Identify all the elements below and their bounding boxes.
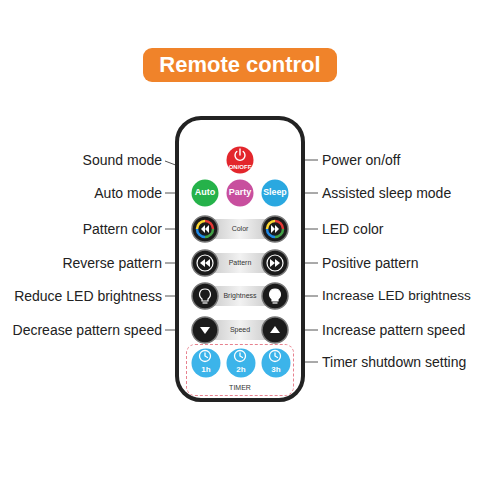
power-button: ON/OFF (226, 146, 254, 174)
button-label: Sleep (263, 188, 286, 198)
function-label: Sound mode (82, 152, 163, 169)
button-label: Brightness (223, 292, 256, 300)
function-label: Reduce LED brightness (13, 288, 163, 305)
function-label: Increase LED brightness (321, 288, 472, 304)
timer-button: 2h (226, 348, 256, 378)
button-shape (227, 147, 254, 174)
timer-button: 1h (191, 348, 221, 378)
pattern-ring-icons (197, 255, 283, 271)
function-label: Pattern color (82, 221, 163, 238)
function-label: Auto mode (93, 185, 163, 202)
function-label: Assisted sleep mode (321, 185, 452, 202)
button-label: Speed (230, 326, 250, 334)
function-label: LED color (321, 221, 384, 238)
function-label: Positive pattern (321, 255, 420, 272)
button-label: 3h (271, 366, 280, 375)
black-buttons (192, 216, 288, 343)
function-label: Increase pattern speed (321, 322, 466, 339)
button-shape (227, 180, 254, 207)
button-label: Color (232, 225, 249, 233)
auto-button: Auto (191, 179, 219, 207)
button-label: Pattern (229, 259, 252, 267)
speed-icons (200, 326, 280, 334)
button-label: TIMER (229, 384, 251, 392)
button-band: Brightness (219, 287, 261, 305)
button-band: Speed (219, 321, 261, 339)
button-shape (192, 349, 221, 378)
title-banner: Remote control (143, 48, 337, 82)
color-ring-icons (197, 221, 283, 237)
bulb-icons (200, 289, 281, 303)
button-band: Pattern (219, 254, 261, 272)
button-label: ON/OFF (229, 164, 252, 171)
function-label: Reverse pattern (61, 255, 163, 272)
button-band: Color (219, 220, 261, 238)
button-label: Auto (195, 188, 216, 198)
function-label: Timer shutdown setting (321, 354, 467, 371)
button-shape (262, 180, 289, 207)
timer-button: 3h (261, 348, 291, 378)
button-shape (262, 349, 291, 378)
sleep-button: Sleep (261, 179, 289, 207)
remote-body (177, 118, 303, 400)
arrow-icons (200, 225, 280, 267)
function-label: Decrease pattern speed (12, 322, 163, 339)
button-label: 2h (236, 366, 245, 375)
function-label: Power on/off (321, 152, 401, 169)
button-shape (227, 349, 256, 378)
button-label: 1h (201, 366, 210, 375)
power-icon (235, 149, 245, 160)
button-label: Party (229, 188, 252, 198)
party-button: Party (226, 179, 254, 207)
button-shape (192, 180, 219, 207)
clock-icons (200, 351, 281, 362)
timer-group: TIMER 1h 2h 3h (186, 344, 294, 396)
